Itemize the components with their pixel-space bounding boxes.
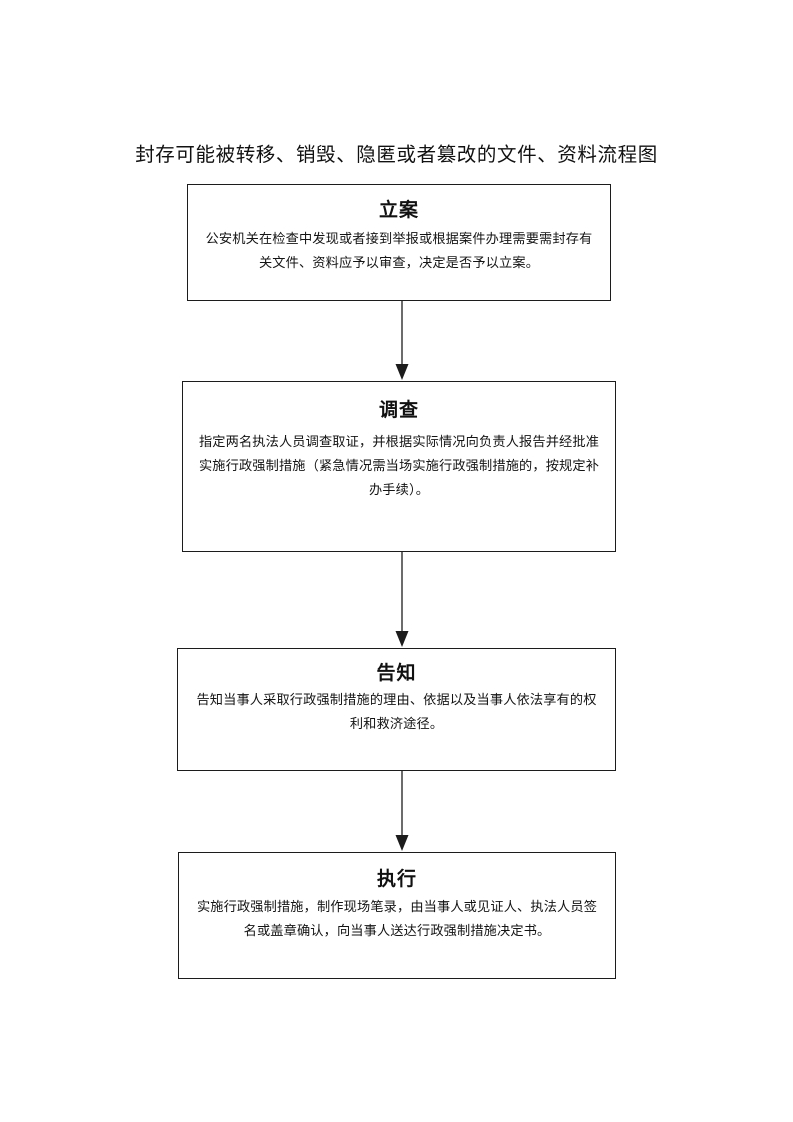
flow-node-heading: 告知 bbox=[376, 662, 417, 684]
flow-node-diaocha: 调查 指定两名执法人员调查取证，并根据实际情况向负责人报告并经批准实施行政强制措… bbox=[182, 381, 616, 552]
flow-node-body: 公安机关在检查中发现或者接到举报或根据案件办理需要需封存有关文件、资料应予以审查… bbox=[205, 232, 593, 271]
flow-node-body: 指定两名执法人员调查取证，并根据实际情况向负责人报告并经批准实施行政强制措施（紧… bbox=[198, 435, 600, 498]
flow-node-body: 实施行政强制措施，制作现场笔录，由当事人或见证人、执法人员签名或盖章确认，向当事… bbox=[196, 900, 598, 939]
flow-node-heading: 立案 bbox=[378, 199, 419, 221]
connector-arrow-down bbox=[387, 771, 417, 852]
flow-node-body: 告知当事人采取行政强制措施的理由、依据以及当事人依法享有的权利和救济途径。 bbox=[196, 693, 597, 732]
flow-node-heading: 执行 bbox=[376, 868, 417, 890]
flow-node-heading: 调查 bbox=[378, 399, 419, 421]
connector-arrow-down bbox=[387, 552, 417, 648]
page-title: 封存可能被转移、销毁、隐匿或者篡改的文件、资料流程图 bbox=[135, 143, 658, 166]
flow-node-gaozhi: 告知 告知当事人采取行政强制措施的理由、依据以及当事人依法享有的权利和救济途径。 bbox=[177, 648, 616, 771]
flow-node-zhixing: 执行 实施行政强制措施，制作现场笔录，由当事人或见证人、执法人员签名或盖章确认，… bbox=[178, 852, 616, 979]
flow-node-liuan: 立案 公安机关在检查中发现或者接到举报或根据案件办理需要需封存有关文件、资料应予… bbox=[187, 184, 611, 301]
connector-arrow-down bbox=[387, 301, 417, 381]
